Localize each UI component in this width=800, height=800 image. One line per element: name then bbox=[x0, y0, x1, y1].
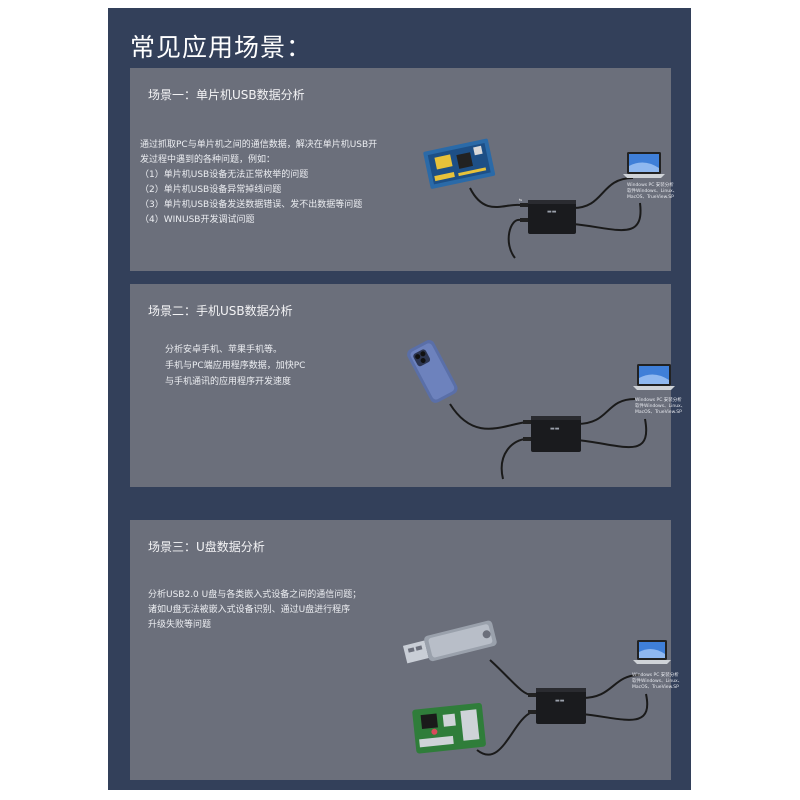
phone-icon bbox=[407, 340, 458, 403]
pc-caption: 软件Windows、Linux、 bbox=[632, 677, 682, 684]
pc-caption: Windows PC 安装分析 bbox=[635, 396, 682, 403]
pc-caption: MacOS、TrueView.SP bbox=[632, 684, 679, 690]
illustration-3: ▬▬ Windows PC 安装分析 软件Windows、Linux、 MacO… bbox=[402, 620, 682, 756]
laptop-icon bbox=[633, 640, 671, 664]
scenario-card-1: 场景一：单片机USB数据分析 通过抓取PC与单片机之间的通信数据，解决在单片机U… bbox=[130, 68, 677, 271]
desc-line: 诸如U盘无法被嵌入式设备识别、通过U盘进行程序 bbox=[148, 605, 351, 615]
scenario-card-2: 场景二：手机USB数据分析 分析安卓手机、苹果手机等。 手机与PC端应用程序数据… bbox=[130, 284, 685, 487]
pc-caption: Windows PC 安装分析 bbox=[632, 671, 679, 678]
pc-caption: 软件Windows、Linux、 bbox=[635, 402, 685, 409]
desc-line: （4）WINUSB开发调试问题 bbox=[140, 215, 255, 225]
desc-line: 手机与PC端应用程序数据，加快PC bbox=[165, 361, 306, 371]
svg-text:▬▬: ▬▬ bbox=[547, 209, 557, 215]
pc-caption: Windows PC 安装分析 bbox=[627, 181, 674, 188]
desc-line: （1）单片机USB设备无法正常枚举的问题 bbox=[140, 170, 309, 180]
desc-line: 分析USB2.0 U盘与各类嵌入式设备之间的通信问题； bbox=[148, 590, 362, 600]
scenario-card-3: 场景三：U盘数据分析 分析USB2.0 U盘与各类嵌入式设备之间的通信问题； 诸… bbox=[130, 520, 682, 780]
port-label: ⇆ bbox=[519, 198, 522, 202]
desc-line: 发过程中遇到的各种问题，例如： bbox=[140, 155, 276, 165]
usb-analyzer-icon: ▬▬ bbox=[536, 688, 586, 724]
poster: 常见应用场景： 场景一：单片机USB数据分析 通过抓取PC与单片机之间的通信数据… bbox=[108, 8, 691, 790]
illustration-1: ⇆ ▬▬ Windows PC 安装分析 软件Windows、Linux、 Ma… bbox=[423, 138, 677, 259]
raspberry-pi-icon bbox=[412, 702, 486, 754]
laptop-icon bbox=[633, 364, 675, 390]
usb-analyzer-icon: ▬▬ bbox=[531, 416, 581, 452]
usb-analyzer-icon: ▬▬ bbox=[528, 200, 576, 234]
desc-line: （3）单片机USB设备发送数据错误、发不出数据等问题 bbox=[140, 200, 363, 210]
pc-caption: MacOS、TrueView.SP bbox=[627, 194, 674, 200]
pc-caption: 软件Windows、Linux、 bbox=[627, 187, 677, 194]
desc-line: （2）单片机USB设备异常掉线问题 bbox=[140, 185, 282, 195]
desc-line: 通过抓取PC与单片机之间的通信数据，解决在单片机USB开 bbox=[140, 140, 378, 150]
dev-board-icon bbox=[423, 138, 496, 189]
scenario-title-1: 场景一：单片机USB数据分析 bbox=[148, 88, 305, 102]
scenario-title-2: 场景二：手机USB数据分析 bbox=[148, 304, 293, 318]
laptop-icon bbox=[623, 152, 665, 178]
scenario-desc-2: 分析安卓手机、苹果手机等。 手机与PC端应用程序数据，加快PC 与手机通讯的应用… bbox=[165, 342, 305, 390]
scenario-title-3: 场景三：U盘数据分析 bbox=[148, 540, 265, 554]
scenario-desc-1: 通过抓取PC与单片机之间的通信数据，解决在单片机USB开 发过程中遇到的各种问题… bbox=[140, 138, 377, 228]
desc-line: 与手机通讯的应用程序开发速度 bbox=[165, 377, 292, 387]
scenario-desc-3: 分析USB2.0 U盘与各类嵌入式设备之间的通信问题； 诸如U盘无法被嵌入式设备… bbox=[148, 588, 361, 633]
svg-text:▬▬: ▬▬ bbox=[555, 698, 565, 704]
desc-line: 升级失败等问题 bbox=[148, 620, 212, 630]
illustration-2: ▬▬ Windows PC 安装分析 软件Windows、Linux、 MacO… bbox=[407, 340, 685, 480]
usb-drive-icon bbox=[402, 620, 497, 664]
page-title: 常见应用场景： bbox=[130, 33, 313, 62]
pc-caption: MacOS、TrueView.SP bbox=[635, 409, 682, 415]
desc-line: 分析安卓手机、苹果手机等。 bbox=[165, 345, 283, 355]
svg-text:▬▬: ▬▬ bbox=[550, 426, 560, 432]
